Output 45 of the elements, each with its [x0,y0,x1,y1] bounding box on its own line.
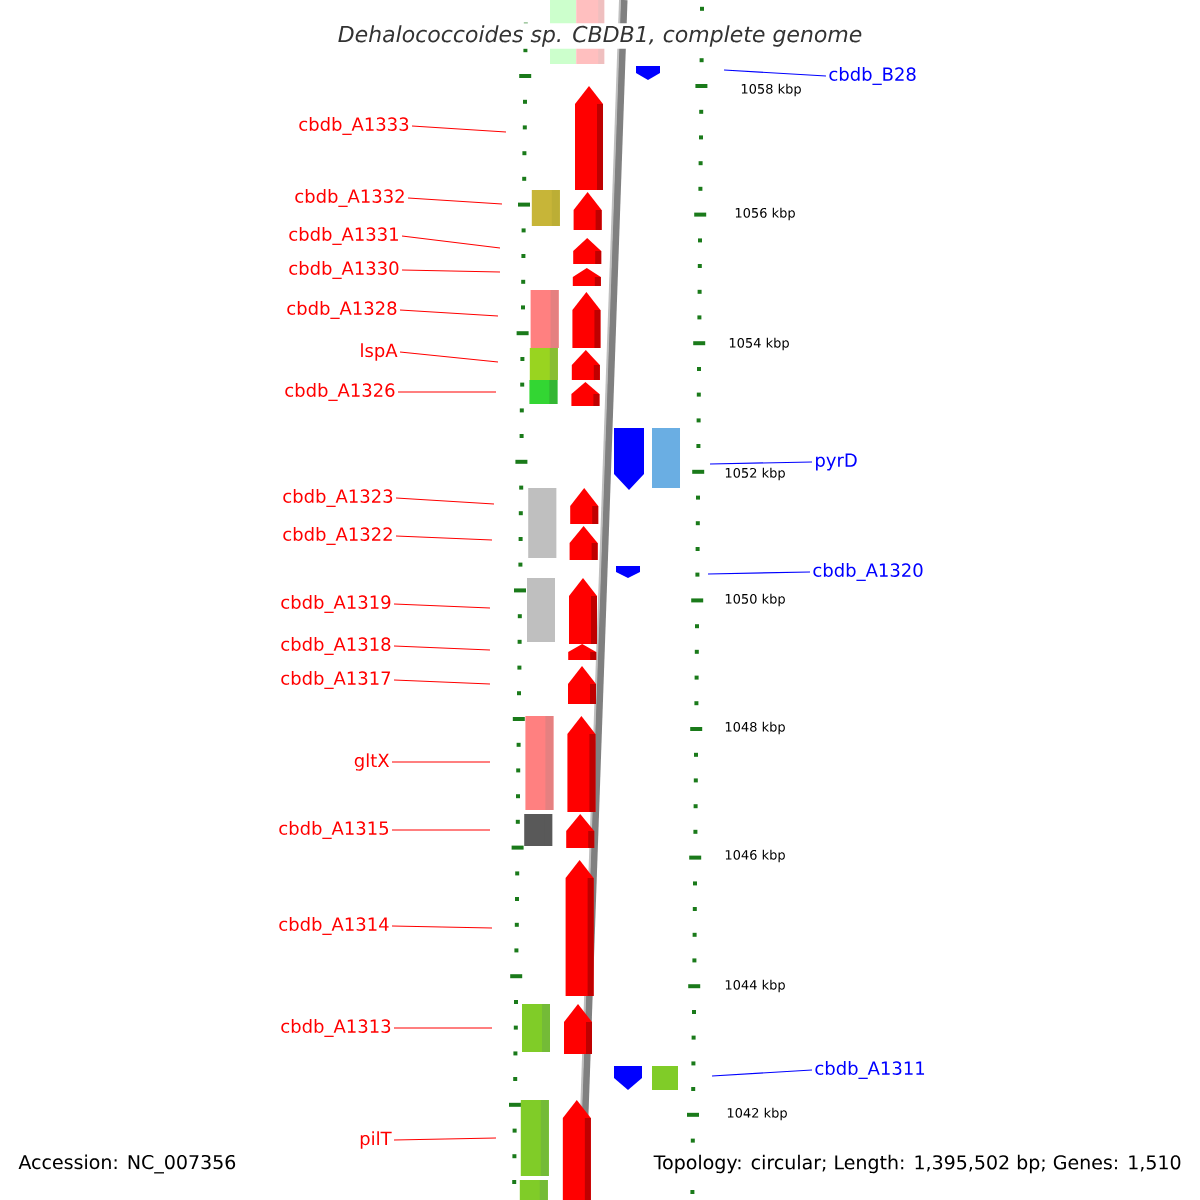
gene-label: cbdb_A1311 [815,1061,925,1079]
gene-label: cbdb_A1313 [281,1019,391,1037]
gene-label: lspA [361,343,398,361]
gene-label: cbdb_A1333 [299,117,409,135]
leader-line [395,535,493,541]
gene-label: cbdb_B28 [829,67,916,85]
leader-line [707,571,811,575]
gene-label: cbdb_A1326 [285,383,395,401]
gene-label: pilT [360,1131,392,1149]
leader-line [411,125,507,133]
leader-line [711,1069,813,1077]
leader-line [391,829,491,831]
gene-label: cbdb_A1331 [289,227,398,245]
genome-info-text: Topology: circular; Length: 1,395,502 bp; Genes: 1,510 [653,1154,1181,1174]
leader-line [723,69,827,77]
gene-label: cbdb_A1319 [281,595,391,613]
leader-line [393,1027,493,1029]
gene-label: cbdb_A1323 [283,489,393,507]
gene-label: cbdb_A1328 [287,301,397,319]
leader-line [393,1137,497,1141]
gene-label: cbdb_A1317 [281,671,391,689]
gene-label: cbdb_A1322 [283,527,392,545]
leader-line [399,309,499,317]
gene-label: cbdb_A1320 [813,563,923,581]
leader-line [397,391,497,393]
leader-line [407,197,503,205]
leader-line [393,645,491,651]
leader-line [401,235,501,249]
gene-label: cbdb_A1332 [295,189,404,207]
gene-label: pyrD [816,453,857,471]
gene-label: gltX [354,753,390,771]
page-title: Dehalococcoides sp. CBDB1, complete genome [338,25,862,47]
leader-line [393,679,491,685]
gene-label: cbdb_A1314 [279,917,389,935]
leader-line [709,461,813,465]
gene-label: cbdb_A1330 [289,261,399,279]
gene-label: cbdb_A1315 [279,821,389,839]
leader-line [395,497,495,505]
gene-label: cbdb_A1318 [281,637,391,655]
accession-text: Accession: NC_007356 [18,1154,236,1174]
leader-line [399,351,499,363]
leader-line [391,925,493,929]
leader-line [391,761,491,763]
leader-line [401,269,501,273]
leader-line [393,603,491,609]
